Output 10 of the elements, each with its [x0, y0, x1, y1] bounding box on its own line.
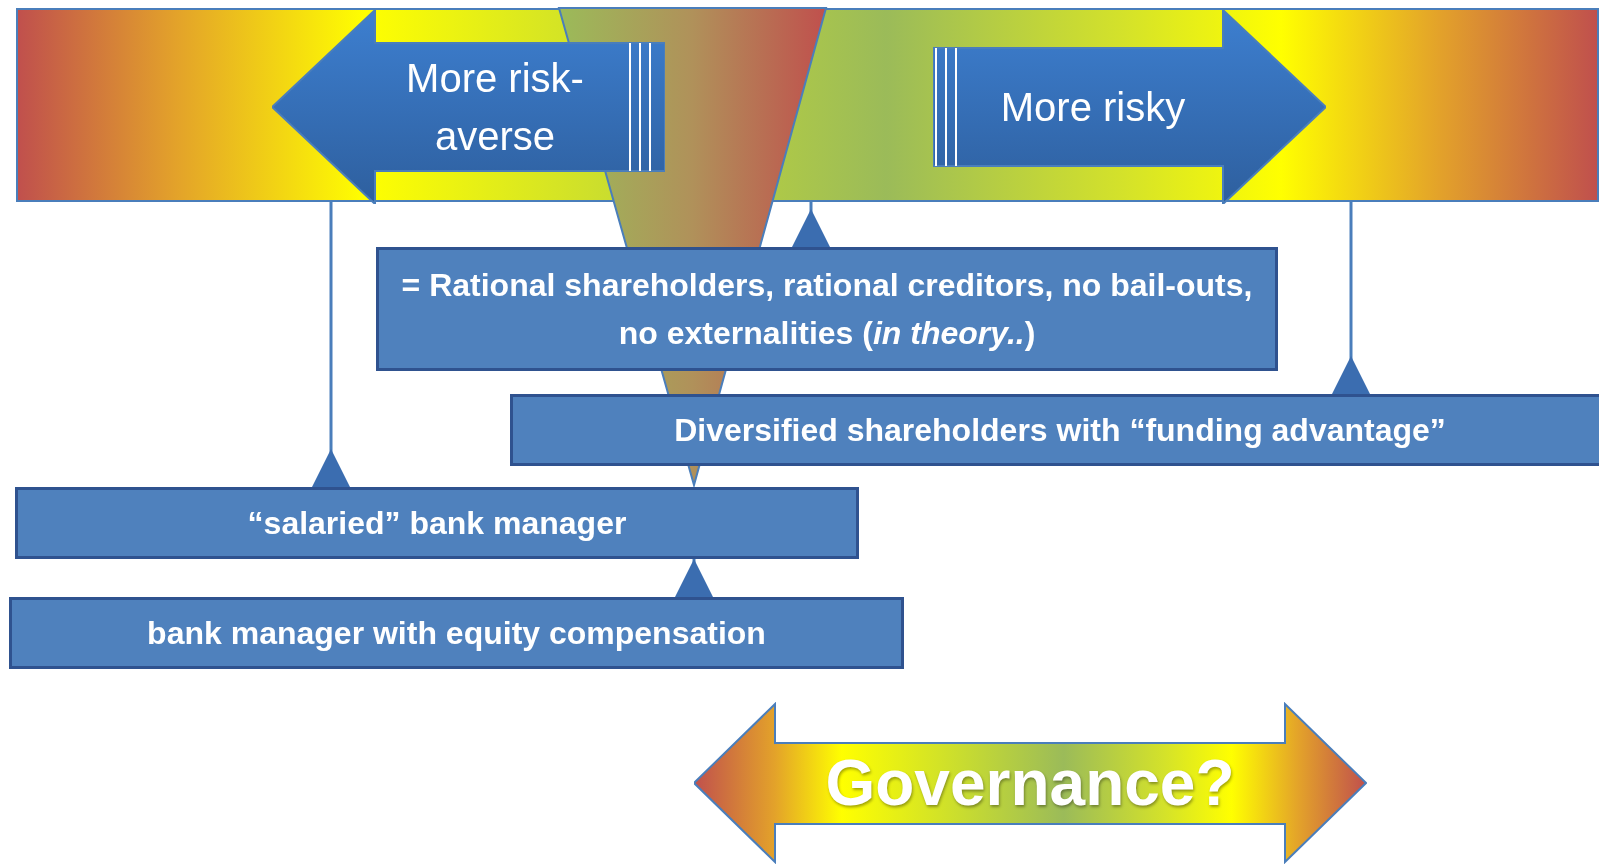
right-arrow: More risky [933, 10, 1326, 204]
pointer-line [675, 559, 713, 597]
info-box: bank manager with equity compensation [9, 597, 904, 669]
info-box: Diversified shareholders with “funding advantage” [510, 394, 1599, 466]
info-box: = Rational shareholders, rational creditors, no bail-outs, no externalities (in theory..) [376, 247, 1278, 371]
pointer-line [312, 202, 350, 487]
left-arrow: More risk- averse [272, 10, 665, 204]
info-box: “salaried” bank manager [15, 487, 859, 559]
double-arrow: Governance? [694, 702, 1367, 864]
pointer-line [1332, 202, 1370, 394]
